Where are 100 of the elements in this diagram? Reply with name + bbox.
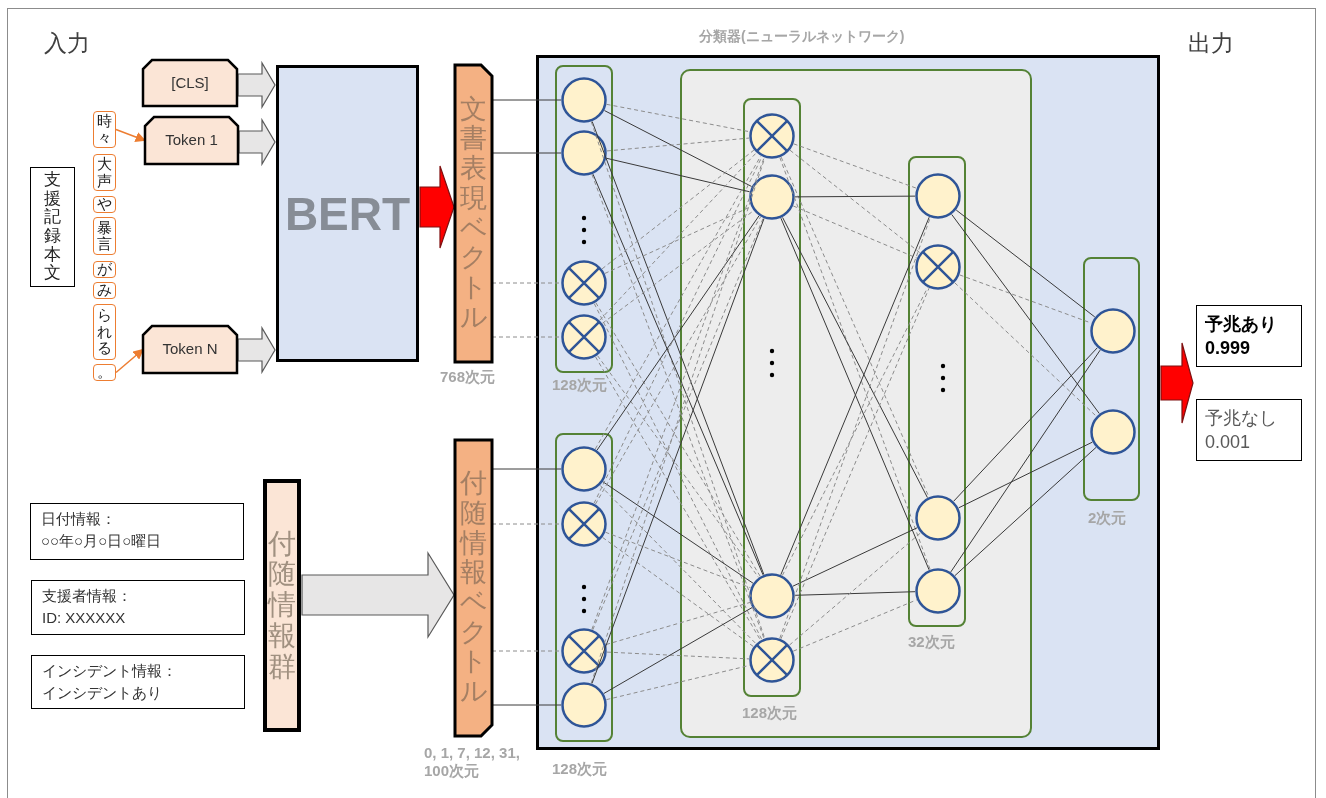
connection-line	[954, 282, 1097, 417]
connection-line	[593, 156, 763, 504]
connection-line	[491, 99, 562, 101]
section-label: 出力	[1188, 29, 1234, 58]
connection-line	[491, 336, 562, 338]
vertical-text: み	[97, 282, 112, 299]
block-arrow	[301, 550, 455, 640]
dimension-label: 128次元	[552, 376, 609, 394]
token-box	[143, 60, 237, 106]
vertical-text: 大声	[97, 156, 112, 189]
output-text: 0.001	[1205, 431, 1252, 455]
dropped-neuron-circle	[561, 260, 607, 306]
connection-line	[594, 216, 762, 505]
vertical-text: 文書表現ベクトル	[460, 94, 487, 333]
info-text: 日付情報：	[41, 509, 117, 529]
dimension-label: 2次元	[1088, 509, 1128, 527]
vertical-text: 付随情報群	[268, 528, 296, 683]
output-text: 0.999	[1205, 337, 1252, 361]
connection-line	[491, 523, 562, 525]
connection-line	[779, 217, 931, 639]
block-arrow	[419, 165, 455, 249]
block-arrow	[237, 60, 276, 110]
token-chip	[93, 282, 116, 299]
connection-line	[958, 441, 1093, 509]
dropped-neuron-circle	[561, 314, 607, 360]
connection-line	[491, 650, 562, 652]
vertical-text: 時々	[97, 113, 112, 146]
model-block	[276, 65, 419, 362]
info-text: インシデント情報：	[42, 661, 178, 681]
connection-line	[603, 607, 753, 694]
token-label: Token N	[161, 339, 219, 360]
connection-line	[491, 152, 562, 154]
token-chip	[93, 196, 116, 213]
connection-line	[792, 599, 918, 652]
connection-line	[792, 527, 918, 587]
neuron-circle	[915, 495, 961, 541]
connection-line	[605, 157, 751, 193]
dropped-neuron-circle	[749, 637, 795, 683]
vertical-text: や	[97, 196, 112, 213]
connection-line	[601, 149, 755, 270]
token-label: [CLS]	[170, 72, 210, 93]
info-card	[31, 580, 245, 635]
model-label: BERT	[284, 186, 411, 241]
vertical-text: が	[97, 261, 112, 278]
dimension-label: 128次元	[742, 704, 799, 722]
connection-line	[606, 137, 750, 152]
arrow	[115, 348, 144, 374]
connection-line	[782, 216, 928, 499]
connection-line	[954, 446, 1097, 577]
token-chip	[93, 364, 116, 381]
connection-line	[596, 215, 760, 451]
connection-line	[491, 704, 562, 706]
connection-line	[599, 152, 757, 321]
info-group-bar	[263, 479, 301, 732]
vertical-text: 付随情報ベクトル	[460, 469, 487, 707]
connection-line	[595, 356, 761, 641]
connection-line	[602, 481, 754, 584]
info-text: ID: XXXXXX	[42, 607, 127, 628]
neuron-circle	[1090, 308, 1136, 354]
connection-line	[602, 537, 754, 647]
connection-line	[491, 468, 562, 470]
vertical-text: 。	[97, 364, 112, 381]
block-arrow	[1160, 342, 1194, 424]
connection-line	[794, 591, 916, 596]
connection-line	[605, 601, 751, 646]
output-text: 予兆あり	[1205, 313, 1278, 336]
panel-heading: 分類器(ニューラルネットワーク)	[699, 28, 905, 46]
info-card	[31, 655, 245, 709]
neuron-circle	[561, 130, 607, 176]
connection-line	[950, 349, 1101, 573]
neuron-circle	[915, 173, 961, 219]
hidden-layers-panel	[680, 69, 1032, 738]
neuron-circle	[749, 174, 795, 220]
dropped-neuron-circle	[749, 113, 795, 159]
connection-line	[593, 303, 763, 640]
connection-line	[792, 205, 918, 259]
token-box	[145, 117, 238, 164]
block-arrow	[238, 117, 276, 167]
dimension-label: 32次元	[908, 633, 956, 651]
token-box	[143, 326, 237, 373]
neuron-circle	[561, 77, 607, 123]
connection-line	[606, 103, 750, 133]
dropped-neuron-circle	[561, 501, 607, 547]
neuron-circle	[915, 568, 961, 614]
output-box	[1196, 305, 1302, 367]
connection-line	[959, 274, 1092, 324]
neuron-circle	[561, 446, 607, 492]
connection-line	[780, 287, 930, 640]
info-card	[30, 503, 244, 560]
connection-line	[955, 209, 1096, 318]
vertical-text: 暴言	[97, 219, 112, 253]
connection-line	[605, 531, 751, 589]
connection-line	[601, 210, 755, 324]
connection-line	[597, 355, 759, 578]
neuron-circle	[1090, 409, 1136, 455]
arrow	[115, 128, 146, 143]
token-label: Token 1	[164, 130, 219, 151]
dropped-neuron-circle	[915, 244, 961, 290]
connection-line	[794, 195, 916, 198]
dimension-label: 0, 1, 7, 12, 31, 100次元	[424, 744, 520, 780]
